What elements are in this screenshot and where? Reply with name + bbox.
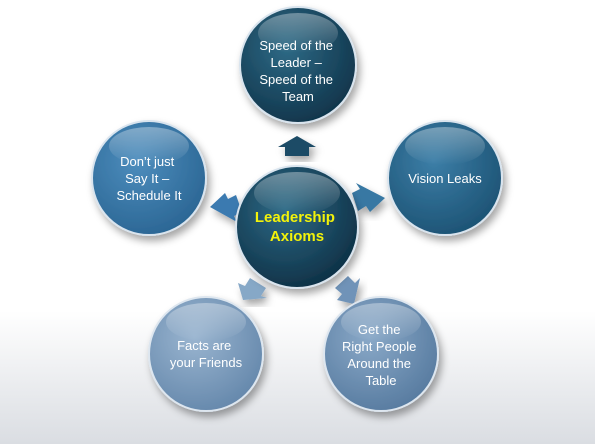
node-vision-line: Vision Leaks	[408, 171, 482, 186]
node-vision	[387, 120, 503, 236]
arrow-down-right-icon	[335, 276, 360, 304]
center-label: Leadership Axioms	[255, 209, 339, 245]
node-right-people	[323, 296, 439, 412]
node-facts-gloss	[166, 303, 246, 341]
center-node-gloss	[254, 172, 340, 214]
arrow-left-icon	[210, 193, 242, 222]
arrow-to-right-people	[335, 276, 360, 304]
node-schedule-label: Don’t just Say It – Schedule It	[116, 154, 181, 203]
arrow-to-facts	[238, 278, 267, 300]
node-schedule-line: Schedule It	[116, 188, 181, 203]
node-right-people-line: Around the	[347, 356, 411, 371]
node-speed-label: Speed of the Leader – Speed of the Team	[259, 38, 336, 104]
arrow-to-schedule	[210, 193, 242, 222]
node-right-people-label: Get the Right People Around the Table	[342, 322, 420, 388]
arrow-to-speed	[278, 136, 316, 156]
node-right-people-line: Table	[365, 373, 396, 388]
node-facts-line: your Friends	[170, 355, 243, 370]
node-schedule-gloss	[109, 127, 189, 165]
center-label-line: Axioms	[270, 228, 324, 245]
center-node	[235, 165, 359, 289]
node-right-people-line: Right People	[342, 339, 416, 354]
node-speed-line: Speed of the	[259, 38, 333, 53]
node-right-people-line: Get the	[358, 322, 401, 337]
node-facts	[148, 296, 264, 412]
node-speed-gloss	[258, 13, 338, 53]
arrow-to-vision	[352, 183, 385, 212]
arrow-down-left-icon	[238, 278, 267, 300]
node-facts-line: Facts are	[177, 338, 231, 353]
node-speed-line: Leader –	[271, 55, 323, 70]
arrow-right-icon	[352, 183, 385, 212]
node-vision-gloss	[405, 127, 485, 165]
node-vision-label: Vision Leaks	[408, 171, 482, 186]
center-label-line: Leadership	[255, 209, 335, 226]
node-right-people-gloss	[341, 303, 421, 341]
node-speed-line: Speed of the	[259, 72, 333, 87]
node-schedule	[91, 120, 207, 236]
node-schedule-line: Don’t just	[120, 154, 175, 169]
node-speed-line: Team	[282, 89, 314, 104]
arrow-up-icon	[278, 136, 316, 156]
node-speed	[239, 6, 357, 124]
node-schedule-line: Say It –	[125, 171, 170, 186]
node-facts-label: Facts are your Friends	[170, 338, 243, 370]
